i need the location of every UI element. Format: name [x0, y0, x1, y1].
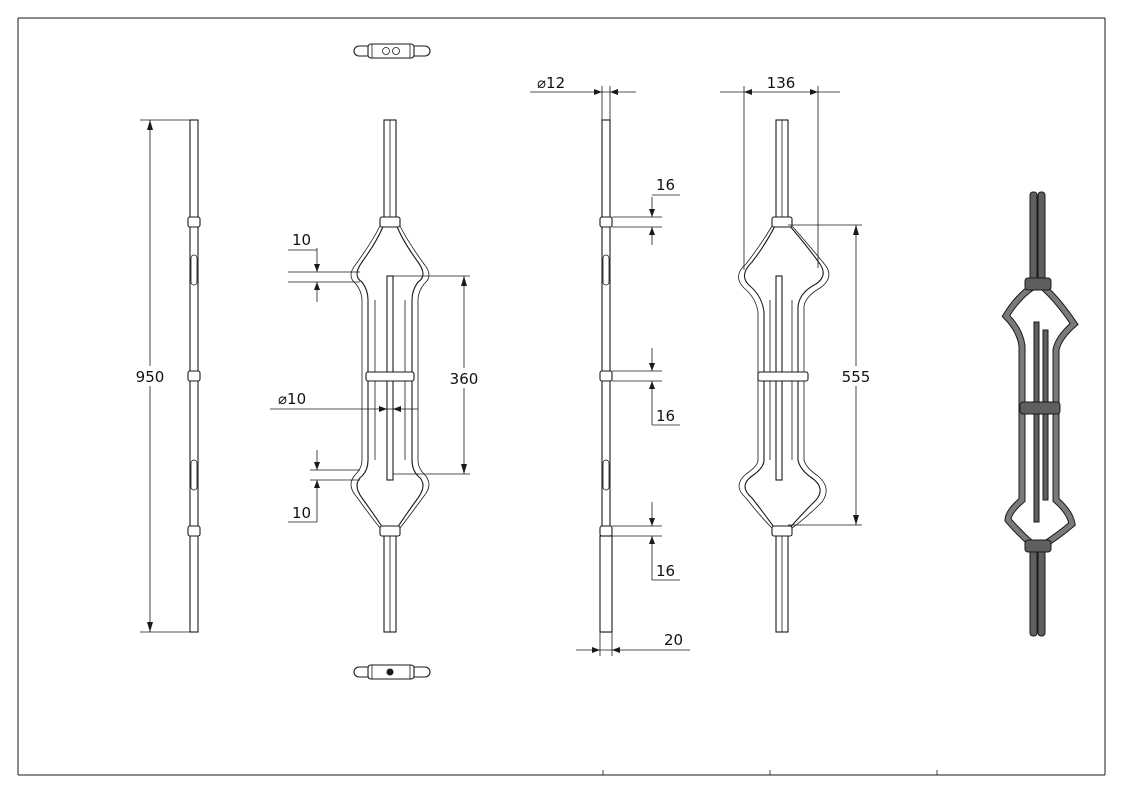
label-inner-bar-diameter: ⌀10	[278, 390, 306, 408]
dimension-rod-diameter: ⌀12	[530, 74, 636, 120]
rotated-view-baluster	[738, 119, 830, 633]
dimension-cage-height: 555	[788, 224, 876, 526]
dimension-inner-bar-diameter: ⌀10	[270, 390, 418, 412]
label-collar-middle: 16	[656, 407, 675, 425]
dimension-collar-middle: 16	[612, 348, 680, 426]
label-ring-gap-top: 10	[292, 231, 311, 249]
label-cage-width: 136	[767, 74, 796, 92]
dimension-collar-top: 16	[612, 176, 680, 245]
dimension-base-width: 20	[576, 631, 690, 656]
label-base-width: 20	[664, 631, 683, 649]
front-view-baluster	[350, 119, 430, 633]
label-collar-top: 16	[656, 176, 675, 194]
label-inner-bar-height: 360	[450, 370, 479, 388]
side-view-baluster	[187, 119, 201, 633]
bottom-plan-view	[353, 664, 431, 680]
dimension-cage-width: 136	[720, 74, 840, 270]
label-ring-gap-bottom: 10	[292, 504, 311, 522]
profile-view-baluster	[599, 119, 613, 633]
label-rod-diameter: ⌀12	[537, 74, 565, 92]
label-collar-bottom: 16	[656, 562, 675, 580]
dimension-ring-gap-bottom: 10	[288, 450, 360, 523]
top-plan-view	[353, 43, 431, 59]
drawing-frame	[17, 17, 1106, 776]
dimension-ring-gap-top: 10	[288, 231, 360, 302]
dimension-collar-bottom: 16	[612, 502, 680, 581]
dimension-inner-bar-height: 360	[393, 275, 484, 475]
label-total-height: 950	[136, 368, 165, 386]
label-cage-height: 555	[842, 368, 871, 386]
dimension-total-height: 950	[134, 119, 190, 633]
isometric-render	[1001, 191, 1079, 637]
